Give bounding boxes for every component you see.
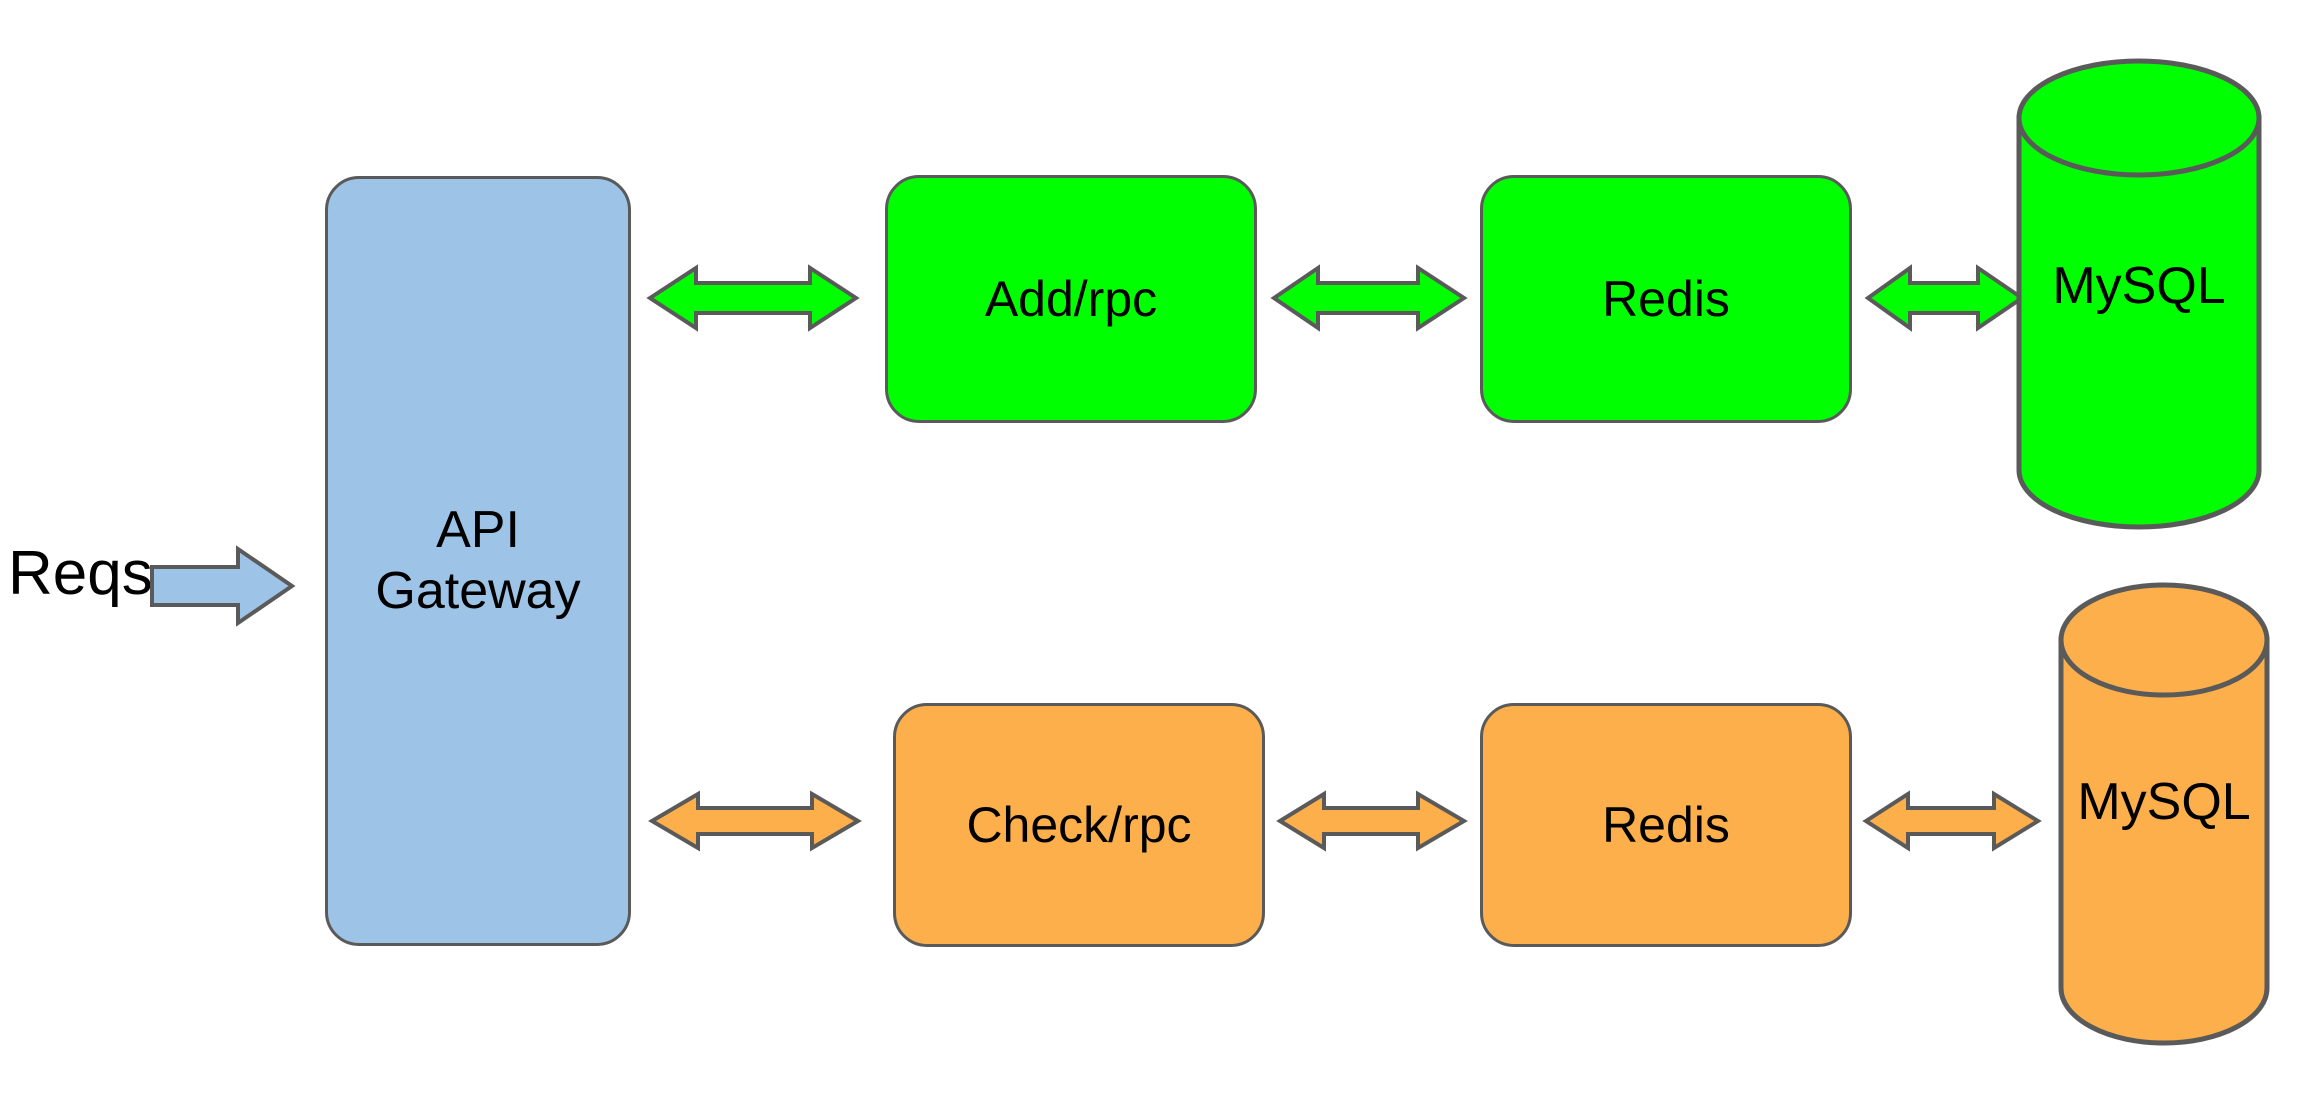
mysql-orange-label: MySQL bbox=[2077, 773, 2251, 831]
mysql-green-node[interactable]: MySQL bbox=[2016, 58, 2262, 530]
connector-add-rpc-to-redis bbox=[1270, 264, 1468, 332]
reqs-inbound-arrow bbox=[150, 545, 296, 627]
api-gateway-node[interactable]: API Gateway bbox=[325, 176, 631, 946]
mysql-green-label: MySQL bbox=[2052, 257, 2226, 315]
connector-check-rpc-to-redis bbox=[1276, 790, 1468, 852]
cylinder-shape bbox=[2016, 58, 2262, 530]
mysql-orange-node[interactable]: MySQL bbox=[2058, 582, 2270, 1046]
add-rpc-node[interactable]: Add/rpc bbox=[885, 175, 1257, 423]
redis-green-node[interactable]: Redis bbox=[1480, 175, 1852, 423]
reqs-label: Reqs bbox=[8, 539, 153, 608]
connector-gateway-to-check-rpc bbox=[648, 790, 862, 852]
check-rpc-node[interactable]: Check/rpc bbox=[893, 703, 1265, 947]
cylinder-shape bbox=[2058, 582, 2270, 1046]
connector-gateway-to-add-rpc bbox=[646, 264, 860, 332]
connector-redis-green-to-mysql-green bbox=[1864, 264, 2026, 332]
connector-redis-orange-to-mysql-orange bbox=[1862, 790, 2042, 852]
redis-orange-node[interactable]: Redis bbox=[1480, 703, 1852, 947]
